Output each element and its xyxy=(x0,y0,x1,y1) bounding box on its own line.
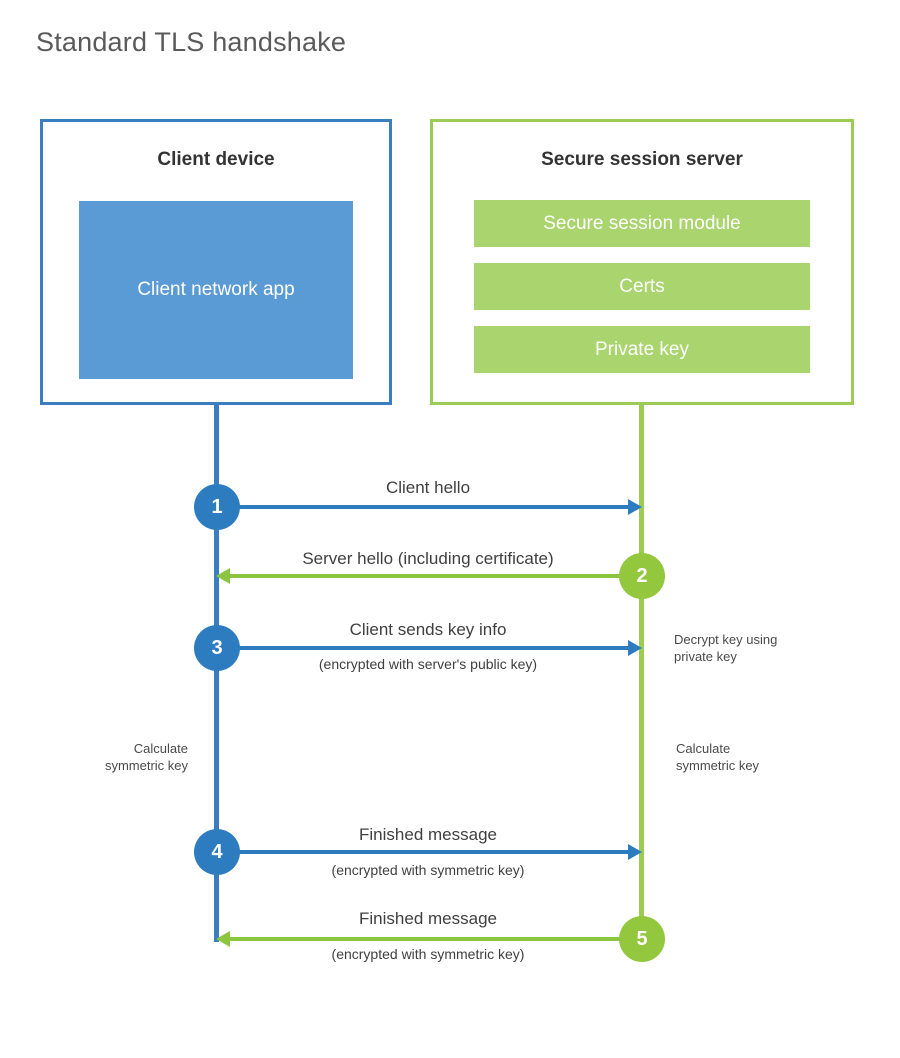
server-calculate-symmetric-key-note: Calculate symmetric key xyxy=(676,740,856,775)
client-calculate-symmetric-key-note: Calculate symmetric key xyxy=(20,740,188,775)
step-2-main-label: Server hello (including certificate) xyxy=(302,549,554,568)
step-3-sub-label: (encrypted with server's public key) xyxy=(318,656,538,672)
step-4-main-label: Finished message xyxy=(359,825,497,844)
step-3-arrow-line xyxy=(217,646,628,650)
step-5-marker: 5 xyxy=(619,916,665,962)
server-lifeline xyxy=(639,405,644,939)
client-network-app-block: Client network app xyxy=(79,201,353,379)
client-calculate-note-line-2: symmetric key xyxy=(104,758,188,774)
server-calculate-note-line-1: Calculate xyxy=(676,741,731,756)
step-2-marker: 2 xyxy=(619,553,665,599)
client-device-box: Client device Client network app xyxy=(40,119,392,405)
step-2-arrow-head-icon xyxy=(216,568,230,584)
step-1-arrow-line xyxy=(217,505,628,509)
server-calculate-note-line-2: symmetric key xyxy=(676,758,760,774)
secure-session-server-box: Secure session server Secure session mod… xyxy=(430,119,854,405)
step-1-main-label: Client hello xyxy=(385,478,471,497)
client-lifeline xyxy=(214,405,219,942)
step-4-marker: 4 xyxy=(194,829,240,875)
step-5-sub-label: (encrypted with symmetric key) xyxy=(331,946,525,962)
server-module-secure-session-module: Secure session module xyxy=(474,200,810,247)
step-1-marker: 1 xyxy=(194,484,240,530)
secure-session-server-title: Secure session server xyxy=(541,149,743,170)
server-module-private-key: Private key xyxy=(474,326,810,373)
decrypt-key-note-line-1: Decrypt key using xyxy=(674,632,778,647)
step-3-arrow-head-icon xyxy=(628,640,642,656)
step-4-arrow-head-icon xyxy=(628,844,642,860)
step-4-arrow-line xyxy=(217,850,628,854)
step-5-arrow-line xyxy=(230,937,642,941)
client-device-title: Client device xyxy=(157,149,275,170)
step-1-arrow-head-icon xyxy=(628,499,642,515)
client-calculate-note-line-1: Calculate xyxy=(133,741,188,756)
decrypt-key-note: Decrypt key using private key xyxy=(674,631,854,666)
step-3-main-label: Client sends key info xyxy=(349,620,507,639)
step-4-sub-label: (encrypted with symmetric key) xyxy=(331,862,525,878)
step-2-arrow-line xyxy=(230,574,642,578)
page-title: Standard TLS handshake xyxy=(36,27,347,57)
step-5-main-label: Finished message xyxy=(359,909,497,928)
decrypt-key-note-line-2: private key xyxy=(674,649,737,665)
step-3-marker: 3 xyxy=(194,625,240,671)
server-module-certs: Certs xyxy=(474,263,810,310)
step-5-arrow-head-icon xyxy=(216,931,230,947)
